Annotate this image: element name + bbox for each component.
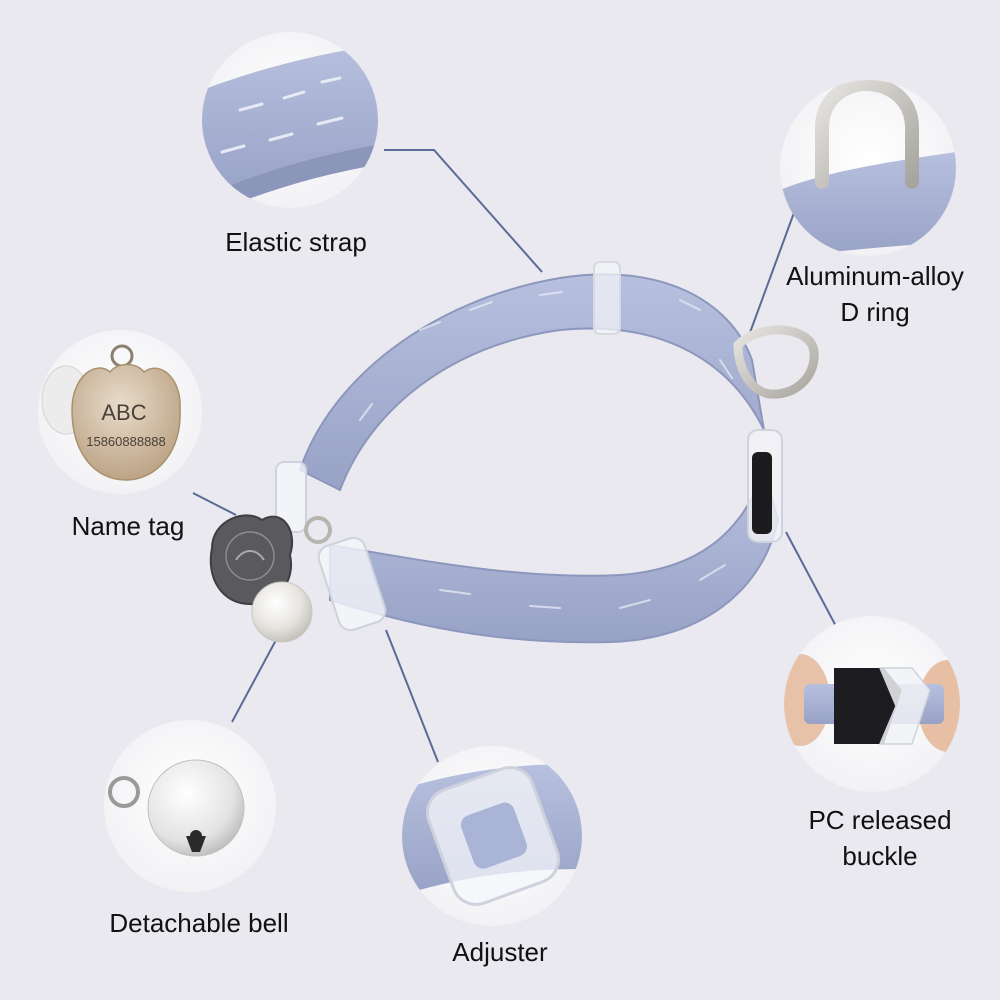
- name-tag-phone: 15860888888: [86, 434, 166, 449]
- callout-adjuster-text: Adjuster: [452, 937, 548, 967]
- leader-line-dring: [747, 209, 796, 339]
- callout-buckle-line2: buckle: [842, 841, 918, 872]
- collar-charm-tag: [209, 514, 293, 606]
- detail-circle-strap: [202, 32, 378, 208]
- callout-name-tag-text: Name tag: [71, 511, 185, 541]
- name-tag-initials: ABC: [101, 400, 146, 425]
- leader-line-buckle: [785, 531, 839, 631]
- buckle-clip: [752, 452, 772, 534]
- leader-line-strap: [384, 149, 543, 273]
- callout-elastic-strap-text: Elastic strap: [225, 227, 367, 257]
- callout-buckle-line1: PC released: [808, 805, 952, 835]
- detail-circle-name-tag: ABC 15860888888: [38, 330, 202, 494]
- leader-line-adjuster: [385, 629, 439, 763]
- leader-line-bell: [231, 639, 277, 723]
- d-ring: [733, 325, 819, 399]
- callout-adjuster: Adjuster: [420, 934, 580, 970]
- leader-lines: [192, 149, 839, 763]
- callout-detachable-bell-text: Detachable bell: [109, 908, 289, 938]
- split-ring: [304, 516, 332, 544]
- leader-line-tag: [192, 492, 237, 516]
- callout-d-ring: Aluminum-alloy D ring: [770, 258, 980, 331]
- strap-front: [329, 466, 780, 644]
- callout-detachable-bell: Detachable bell: [84, 905, 314, 941]
- callout-d-ring-line2: D ring: [840, 297, 910, 328]
- name-tag-plate: [71, 363, 181, 481]
- detail-circle-bell: [104, 720, 276, 892]
- strap-keeper: [593, 261, 621, 335]
- detail-circle-adjuster: [402, 746, 582, 926]
- callout-d-ring-line1: Aluminum-alloy: [786, 261, 964, 291]
- detail-circle-dring: [780, 80, 956, 256]
- callout-buckle: PC released buckle: [780, 802, 980, 875]
- bell-body: [147, 759, 245, 857]
- callout-elastic-strap: Elastic strap: [196, 224, 396, 260]
- callout-name-tag: Name tag: [48, 508, 208, 544]
- collar-pearl-bell: [251, 581, 313, 643]
- collar-main: [209, 261, 819, 644]
- adjuster-slider: [317, 536, 387, 632]
- detail-circle-buckle: [784, 616, 960, 792]
